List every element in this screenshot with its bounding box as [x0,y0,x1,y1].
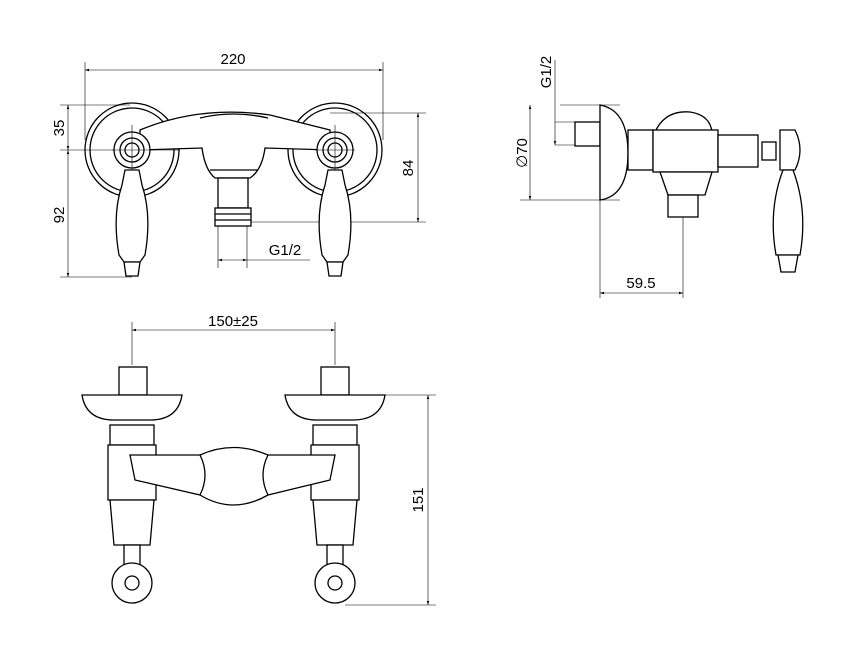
front-view: 220 35 92 84 G1/2 [51,51,426,278]
dimension-92: 92 [51,207,68,224]
dimension-g12-outlet: G1/2 [269,242,302,259]
dimension-151: 151 [410,487,427,512]
dimension-35: 35 [51,120,68,137]
side-view: ∅70 G1/2 59.5 [514,56,804,298]
dimension-84: 84 [400,160,417,177]
dimension-150-25: 150±25 [208,313,258,330]
dimension-220: 220 [220,51,245,68]
dimension-g12-inlet: G1/2 [538,56,555,89]
dimension-diameter-70: ∅70 [514,138,531,168]
dimension-59-5: 59.5 [626,275,655,292]
bottom-view: 150±25 151 [81,313,436,606]
